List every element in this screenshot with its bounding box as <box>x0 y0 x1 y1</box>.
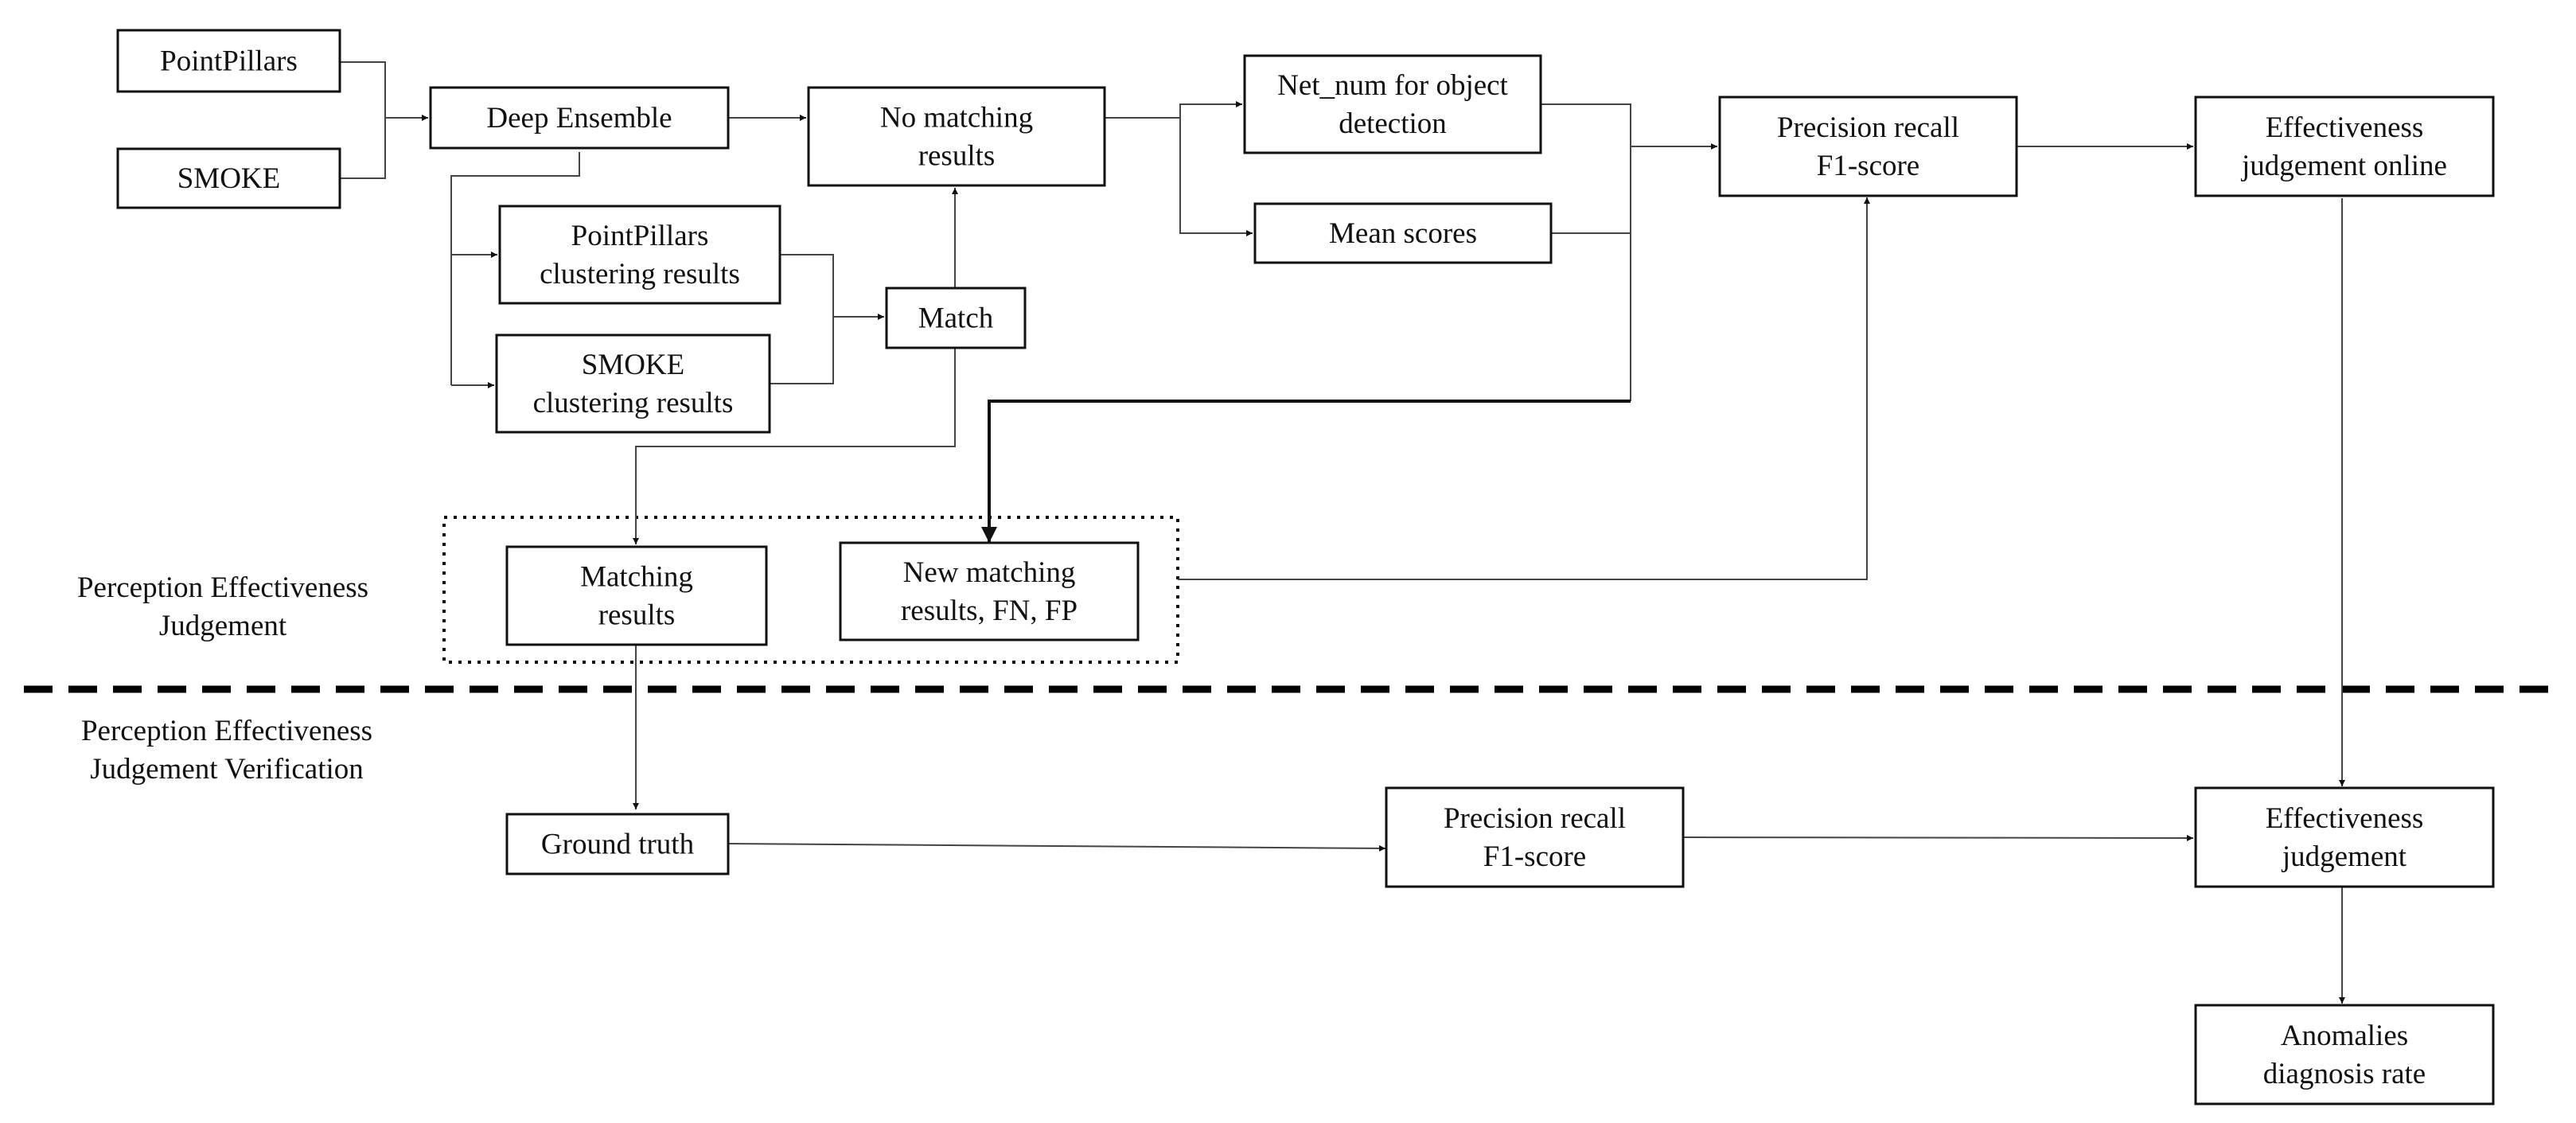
node-smoke: SMOKE <box>116 147 341 209</box>
edge-to-new-matching <box>981 400 1631 543</box>
node-effectiveness-judgement: Effectiveness judgement <box>2194 786 2495 888</box>
node-net-num: Net_num for object detection <box>1243 54 1542 154</box>
edge-match-to-matching-results <box>633 348 956 544</box>
node-pointpillars-label: PointPillars <box>160 45 298 78</box>
edge-precision-bottom-to-effectiveness <box>1682 834 2194 841</box>
node-ground-truth: Ground truth <box>505 813 730 875</box>
edge-ground-truth-to-precision-bottom <box>727 843 1386 852</box>
node-deep-ensemble: Deep Ensemble <box>429 86 730 150</box>
edge-pointpillars-to-deep-ensemble <box>340 61 428 121</box>
node-no-matching-results-label: No matching results <box>880 102 1033 173</box>
node-smoke-clustering: SMOKE clustering results <box>495 333 771 434</box>
edge-smoke-cluster-to-match <box>770 317 834 384</box>
node-effectiveness-online: Effectiveness judgement online <box>2194 96 2495 197</box>
node-matching-results: Matching results <box>505 545 768 646</box>
node-mean-scores: Mean scores <box>1253 202 1553 264</box>
text-line: PointPillars <box>571 220 709 252</box>
edge-deep-ensemble-branch <box>450 152 580 385</box>
node-pointpillars-clustering-label: PointPillars clustering results <box>540 220 740 290</box>
edge-no-matching-to-net-num <box>1105 101 1242 119</box>
node-net-num-label: Net_num for object detection <box>1277 69 1508 140</box>
text-line: Mean scores <box>1329 217 1477 250</box>
edge-new-matching-to-precision <box>1178 197 1870 580</box>
text-line: Anomalies <box>2281 1020 2408 1052</box>
node-new-matching-results-label: New matching results, FN, FP <box>901 556 1078 627</box>
node-deep-ensemble-label: Deep Ensemble <box>486 102 672 135</box>
node-pointpillars-clustering: PointPillars clustering results <box>498 205 781 305</box>
node-effectiveness-online-label: Effectiveness judgement online <box>2240 111 2447 182</box>
text-line: F1-score <box>1817 150 1919 182</box>
text-line: clustering results <box>533 387 734 419</box>
text-line: clustering results <box>540 258 740 290</box>
edge-pp-cluster-to-match <box>780 254 884 320</box>
text-line: judgement <box>2281 840 2407 873</box>
text-line: results <box>598 599 676 632</box>
edge-no-matching-to-mean-scores <box>1179 118 1253 236</box>
edge-net-num-to-precision <box>1541 103 1631 401</box>
text-line: Effectiveness <box>2266 111 2424 144</box>
text-line: results <box>918 140 996 173</box>
node-matching-results-label: Matching results <box>580 561 693 632</box>
node-new-matching-results: New matching results, FN, FP <box>839 541 1140 641</box>
text-line: judgement online <box>2240 150 2447 182</box>
node-match-label: Match <box>918 302 994 335</box>
connectors <box>340 61 2345 1004</box>
node-smoke-clustering-label: SMOKE clustering results <box>533 349 734 419</box>
node-mean-scores-label: Mean scores <box>1329 217 1477 250</box>
edge-smoke-to-deep-ensemble <box>340 118 386 179</box>
text-line: Perception Effectiveness <box>77 571 368 604</box>
node-ground-truth-label: Ground truth <box>541 829 695 861</box>
text-line: PointPillars <box>160 45 298 78</box>
text-line: diagnosis rate <box>2263 1058 2426 1090</box>
text-line: Judgement Verification <box>90 753 364 786</box>
text-line: Precision recall <box>1444 802 1626 835</box>
text-line: SMOKE <box>582 349 685 381</box>
text-line: New matching <box>903 556 1076 589</box>
text-line: Judgement <box>159 610 287 642</box>
text-line: No matching <box>880 102 1033 135</box>
node-effectiveness-judgement-label: Effectiveness judgement <box>2266 802 2424 873</box>
node-match: Match <box>885 287 1027 349</box>
text-line: Net_num for object <box>1277 69 1508 102</box>
text-line: F1-score <box>1483 840 1586 873</box>
text-line: Precision recall <box>1777 111 1959 144</box>
node-no-matching-results: No matching results <box>807 86 1106 187</box>
node-smoke-label: SMOKE <box>177 162 281 195</box>
text-line: SMOKE <box>177 162 281 195</box>
node-anomalies-diagnosis-rate: Anomalies diagnosis rate <box>2194 1004 2495 1105</box>
node-anomalies-diagnosis-rate-label: Anomalies diagnosis rate <box>2263 1020 2426 1090</box>
text-line: Perception Effectiveness <box>81 715 372 747</box>
text-line: results, FN, FP <box>901 595 1078 627</box>
text-line: Match <box>918 302 994 335</box>
node-pointpillars: PointPillars <box>116 29 341 93</box>
text-line: Ground truth <box>541 829 695 861</box>
text-line: Deep Ensemble <box>486 102 672 135</box>
text-line: detection <box>1339 107 1447 140</box>
text-line: Matching <box>580 561 693 594</box>
text-line: Effectiveness <box>2266 802 2424 835</box>
